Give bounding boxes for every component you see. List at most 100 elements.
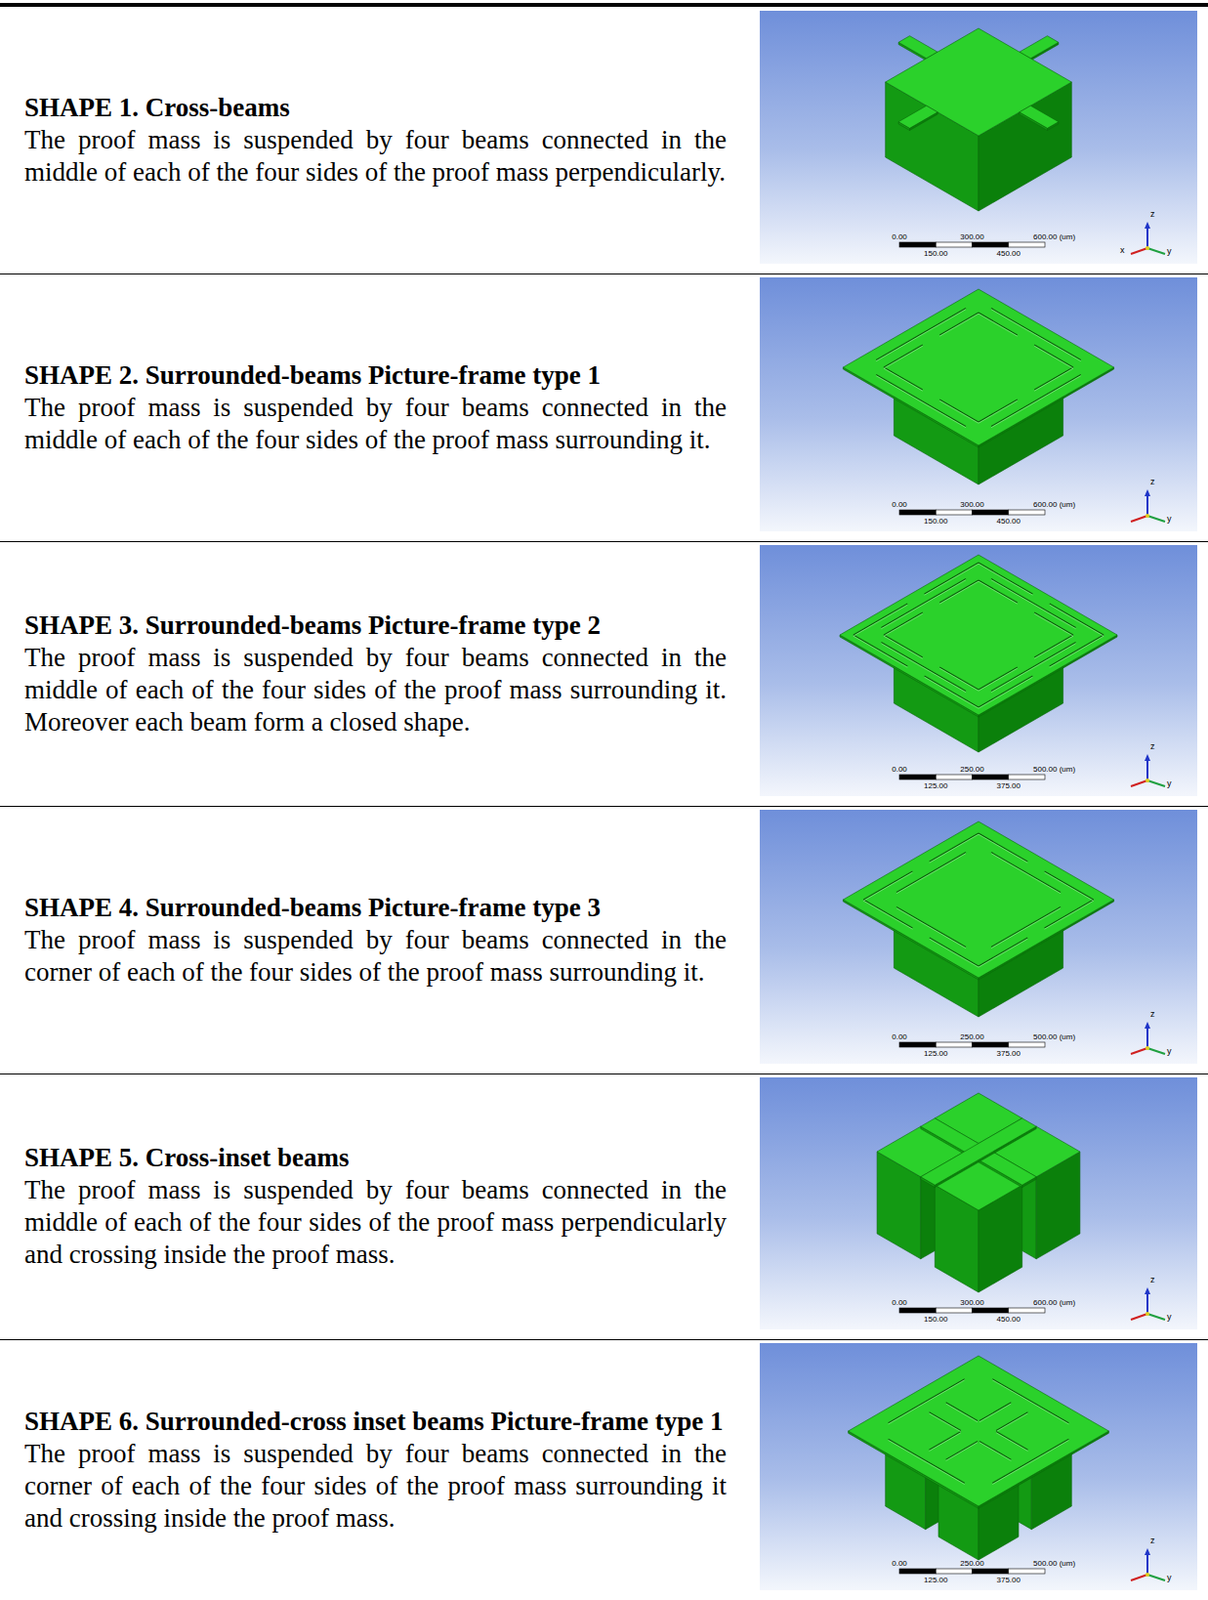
model-line	[939, 400, 979, 423]
model-line	[880, 579, 966, 628]
scale-value: 0.00	[891, 1297, 908, 1307]
model-line	[929, 833, 979, 863]
scale-bar	[1008, 509, 1045, 515]
scale-bar	[1008, 774, 1045, 780]
model-line	[1049, 635, 1104, 667]
scale-value: 375.00	[997, 1048, 1021, 1058]
model-line	[875, 308, 966, 361]
model-line	[991, 579, 1077, 628]
axis-label: z	[1150, 1008, 1156, 1019]
axis-arrow	[1130, 1574, 1148, 1581]
axis-arrow	[1130, 1047, 1148, 1054]
model-line	[1044, 872, 1094, 901]
scale-bar	[935, 1307, 972, 1313]
model-line	[883, 368, 923, 391]
render-view: 0.00300.00600.00 (um)150.00450.00zxy	[759, 10, 1198, 264]
scale-bar	[1008, 1307, 1045, 1313]
text-cell: SHAPE 6. Surrounded-cross inset beams Pi…	[24, 1338, 727, 1600]
model-line	[992, 1379, 1069, 1424]
model-face	[920, 1118, 1037, 1185]
axis-arrow	[1147, 1047, 1166, 1054]
model-render	[759, 544, 1198, 796]
model-face	[885, 28, 1073, 136]
model-line	[978, 937, 1028, 966]
axis-label: y	[1166, 1045, 1172, 1056]
shape-description: The proof mass is suspended by four beam…	[24, 1437, 727, 1535]
model-line	[924, 676, 979, 709]
axis-arrow	[1144, 753, 1151, 761]
scale-bar	[1008, 1041, 1045, 1047]
model-line	[1049, 604, 1104, 636]
model-line	[863, 871, 913, 900]
model-line	[978, 833, 1028, 863]
shape-title: SHAPE 6. Surrounded-cross inset beams Pi…	[24, 1405, 727, 1438]
model-face	[839, 554, 1118, 715]
axis-arrow	[1147, 1313, 1166, 1320]
model-line	[929, 833, 979, 862]
text-cell: SHAPE 2. Surrounded-beams Picture-frame …	[24, 273, 727, 542]
model-line	[924, 563, 979, 595]
shape-description: The proof mass is suspended by four beam…	[24, 641, 727, 739]
shape-title: SHAPE 1. Cross-beams	[24, 91, 727, 125]
model-line	[1044, 899, 1094, 928]
axis-origin	[1145, 513, 1150, 518]
model-line	[880, 643, 966, 693]
scale-value: 125.00	[923, 781, 948, 791]
model-line	[1034, 367, 1074, 390]
model-line	[883, 345, 923, 369]
scale-value: 250.00	[959, 1032, 984, 1042]
scale-value: 0.00	[891, 764, 908, 774]
model-face	[920, 1118, 1037, 1185]
model-line	[939, 313, 979, 336]
scale-value: 0.00	[891, 1558, 908, 1568]
scale-bar	[935, 242, 972, 248]
axis-label: y	[1166, 778, 1172, 789]
model-line	[991, 374, 1082, 427]
model-face	[848, 1355, 1110, 1506]
axis-arrow	[1146, 494, 1149, 516]
model-line	[979, 1440, 1011, 1459]
scale-bar	[899, 509, 936, 515]
model-line	[991, 642, 1077, 692]
axis-label: z	[1150, 1274, 1156, 1285]
scale-bar	[972, 1041, 1009, 1047]
scale-bar	[935, 774, 972, 780]
model-line	[991, 309, 1082, 362]
scale-value: 250.00	[959, 764, 984, 774]
model-line	[863, 872, 913, 901]
model-line	[883, 634, 923, 658]
render-view: 0.00300.00600.00 (um)150.00450.00zy	[759, 1077, 1198, 1330]
model-line	[978, 562, 1033, 594]
model-line	[979, 1442, 1011, 1461]
model-line	[853, 635, 908, 667]
axis-arrow	[1144, 221, 1151, 229]
shape-description: The proof mass is suspended by four beam…	[24, 391, 727, 457]
model-line	[978, 563, 1033, 595]
model-line	[939, 581, 979, 604]
model-line	[924, 675, 979, 708]
scale-value: 600.00 (um)	[1033, 499, 1076, 509]
scale-bar	[899, 1568, 936, 1574]
model-render	[759, 1077, 1198, 1330]
model-line	[1049, 603, 1104, 635]
scale-bar	[935, 509, 972, 515]
scale-bar	[972, 242, 1009, 248]
scale-bar	[1008, 1568, 1045, 1574]
model-line	[896, 852, 966, 893]
model-line	[991, 908, 1061, 949]
axis-label: z	[1150, 476, 1156, 487]
row-rule	[0, 273, 1208, 275]
model-face	[842, 289, 1114, 446]
scale-bar	[972, 774, 1009, 780]
model-face	[842, 821, 1114, 978]
axis-origin	[1145, 1572, 1150, 1577]
shape-title: SHAPE 3. Surrounded-beams Picture-frame …	[24, 609, 727, 642]
model-line	[991, 853, 1061, 894]
model-line	[929, 1413, 961, 1432]
scale-bar	[899, 242, 936, 248]
scale-bar	[972, 1568, 1009, 1574]
axis-arrow	[1146, 758, 1149, 781]
scale-value: 0.00	[891, 232, 908, 242]
scale-value: 450.00	[997, 1314, 1021, 1324]
model-line	[880, 642, 966, 692]
